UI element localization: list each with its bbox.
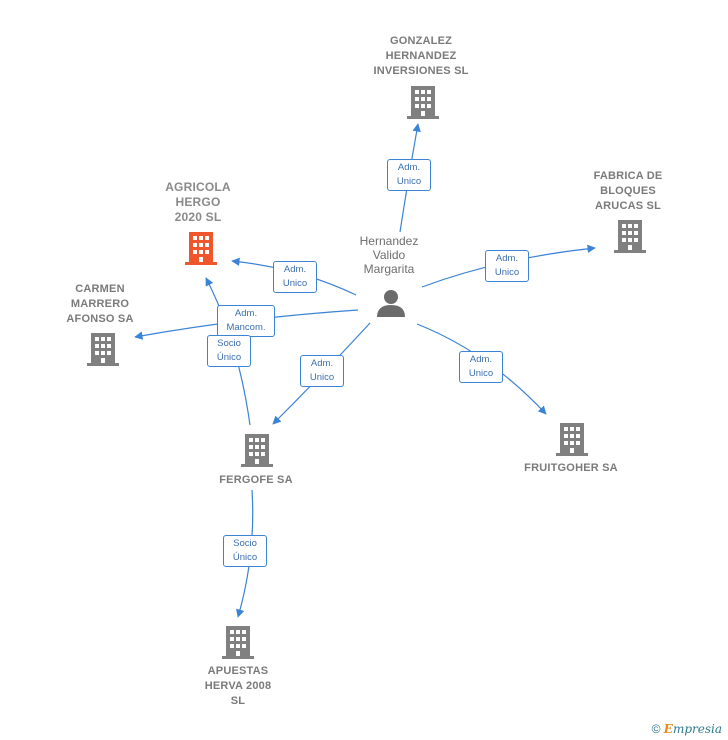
node-label-hernandez: Hernandez Valido Margarita (359, 234, 419, 276)
node-label-agricola: AGRICOLA HERGO 2020 SL (165, 180, 231, 224)
edge-label-agricola[interactable]: Adm. Unico (273, 261, 317, 293)
brand-logo[interactable]: Empresia (664, 722, 722, 736)
edge-label-fergofe-agricola[interactable]: Socio Único (207, 335, 251, 367)
person-icon[interactable] (376, 288, 406, 318)
footer-credit: © Empresia (652, 722, 722, 736)
node-label-fergofe: FERGOFE SA (219, 474, 293, 486)
brand-initial: E (663, 722, 673, 736)
brand-rest: mpresia (672, 722, 722, 736)
node-label-fruitgoher: FRUITGOHER SA (524, 462, 618, 474)
edge-label-apuestas[interactable]: Socio Único (223, 535, 267, 567)
building-icon[interactable] (241, 432, 273, 468)
node-label-fabrica: FABRICA DE BLOQUES ARUCAS SL (593, 170, 663, 212)
edge-label-fergofe[interactable]: Adm. Unico (300, 355, 344, 387)
edge-label-gonzalez[interactable]: Adm. Unico (387, 159, 431, 191)
copyright-symbol: © (651, 722, 661, 736)
node-label-gonzalez: GONZALEZ HERNANDEZ INVERSIONES SL (373, 35, 469, 77)
edge-label-fabrica[interactable]: Adm. Unico (485, 250, 529, 282)
building-icon[interactable] (185, 230, 217, 266)
building-icon[interactable] (407, 84, 439, 120)
building-icon[interactable] (87, 331, 119, 367)
edge-label-fruitgoher[interactable]: Adm. Unico (459, 351, 503, 383)
node-label-apuestas: APUESTAS HERVA 2008 SL (204, 665, 272, 707)
building-icon[interactable] (614, 218, 646, 254)
building-icon[interactable] (222, 624, 254, 660)
building-icon[interactable] (556, 421, 588, 457)
node-label-carmen: CARMEN MARRERO AFONSO SA (66, 283, 134, 325)
edge-label-carmen[interactable]: Adm. Mancom. (217, 305, 275, 337)
